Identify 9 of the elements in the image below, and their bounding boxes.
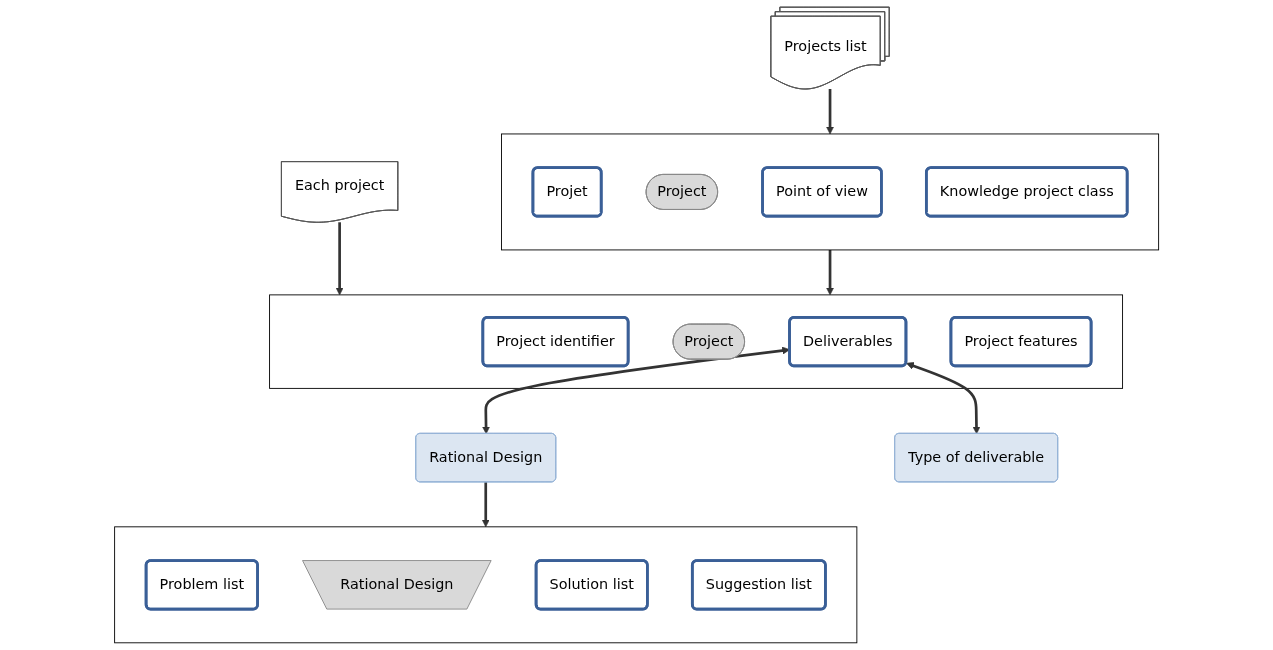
arrow	[825, 249, 834, 296]
arrow	[335, 222, 344, 296]
arrow	[481, 481, 490, 528]
cluster	[269, 294, 1123, 389]
cluster	[500, 133, 1159, 251]
arrow	[825, 89, 834, 135]
arrow	[481, 346, 790, 435]
cluster	[114, 526, 858, 644]
arrow	[906, 362, 981, 435]
